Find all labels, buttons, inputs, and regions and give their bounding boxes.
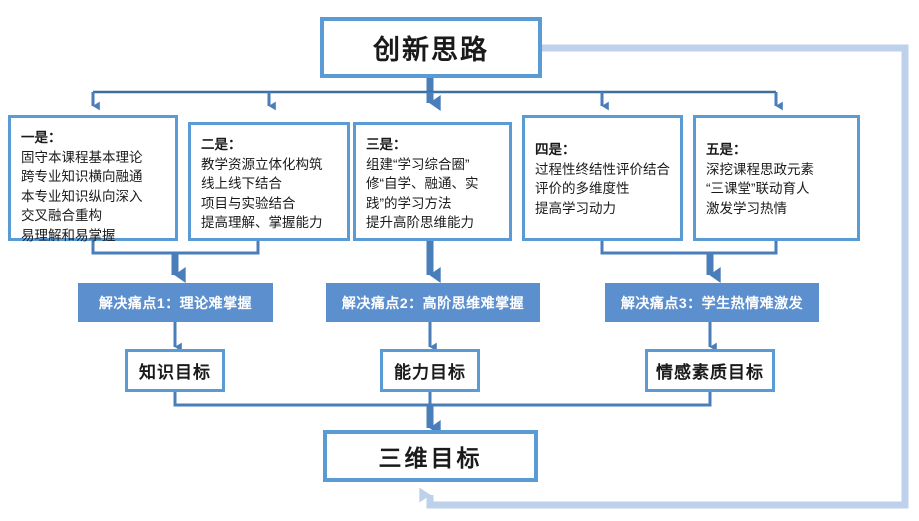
painpoint-to-goal-connectors bbox=[173, 322, 717, 352]
measure-1-line-5: 易理解和易掌握 bbox=[21, 227, 116, 243]
measure-1-line-1: 固守本课程基本理论 bbox=[21, 149, 143, 165]
measure-3-line-1: 组建“学习综合圈” bbox=[366, 156, 470, 172]
measure-4-line-3: 提高学习动力 bbox=[535, 200, 616, 216]
measure-box-5: 五是： 深挖课程思政元素 “三课堂”联动育人 激发学习热情 bbox=[693, 115, 860, 241]
pain-point-bar-3: 解决痛点3：学生热情难激发 bbox=[605, 283, 819, 322]
measure-4-head: 四是： bbox=[535, 142, 576, 157]
measure-box-2: 二是： 教学资源立体化构筑 线上线下结合 项目与实验结合 提高理解、掌握能力 bbox=[188, 122, 350, 241]
goals-to-final-connector bbox=[173, 392, 712, 436]
measure-3-line-3: 践”的学习方法 bbox=[366, 195, 452, 211]
measure-box-1: 一是： 固守本课程基本理论 跨专业知识横向融通 本专业知识纵向深入 交叉融合重构… bbox=[8, 115, 178, 243]
goal-box-knowledge: 知识目标 bbox=[125, 349, 225, 392]
pain-point-3-label: 解决痛点3：学生热情难激发 bbox=[620, 294, 804, 311]
measure-box-4: 四是： 过程性终结性评价结合 评价的多维度性 提高学习动力 bbox=[522, 115, 683, 241]
goal-3-label: 情感素质目标 bbox=[656, 363, 764, 382]
measure-1-line-3: 本专业知识纵向深入 bbox=[21, 188, 143, 204]
goal-2-label: 能力目标 bbox=[394, 363, 466, 382]
measure-1-head: 一是： bbox=[21, 130, 62, 145]
measure-4-line-1: 过程性终结性评价结合 bbox=[535, 161, 670, 177]
measure-5-line-3: 激发学习热情 bbox=[706, 200, 787, 216]
measure-2-line-2: 线上线下结合 bbox=[201, 176, 282, 192]
measure12-to-painpoint1-connector bbox=[91, 241, 260, 283]
measure45-to-painpoint3-connector bbox=[600, 241, 778, 283]
pain-point-2-label: 解决痛点2：高阶思维难掌握 bbox=[341, 294, 525, 311]
pain-point-bar-2: 解决痛点2：高阶思维难掌握 bbox=[326, 283, 540, 322]
measure-3-head: 三是： bbox=[366, 137, 407, 152]
goal-box-emotion-quality: 情感素质目标 bbox=[645, 349, 775, 392]
measure-5-line-2: “三课堂”联动育人 bbox=[706, 181, 810, 197]
final-goal-box: 三维目标 bbox=[323, 430, 538, 482]
measure-box-3: 三是： 组建“学习综合圈” 修“自学、融通、实 践”的学习方法 提升高阶思维能力 bbox=[353, 122, 512, 241]
measure-2-line-1: 教学资源立体化构筑 bbox=[201, 156, 323, 172]
measure-2-line-3: 项目与实验结合 bbox=[201, 195, 296, 211]
measure-5-line-1: 深挖课程思政元素 bbox=[706, 161, 814, 177]
measure-4-line-2: 评价的多维度性 bbox=[535, 181, 630, 197]
measure-3-line-2: 修“自学、融通、实 bbox=[366, 176, 479, 192]
measure-1-line-4: 交叉融合重构 bbox=[21, 208, 102, 224]
measure-5-head: 五是： bbox=[706, 142, 747, 157]
final-goal-label: 三维目标 bbox=[378, 445, 483, 471]
pain-point-1-label: 解决痛点1：理论难掌握 bbox=[98, 294, 253, 311]
measure-2-line-4: 提高理解、掌握能力 bbox=[201, 215, 323, 231]
goal-1-label: 知识目标 bbox=[139, 363, 211, 382]
title-box: 创新思路 bbox=[320, 17, 542, 78]
goal-box-ability: 能力目标 bbox=[380, 349, 480, 392]
page-title: 创新思路 bbox=[373, 35, 489, 65]
title-to-bar-connector bbox=[91, 78, 783, 111]
pain-point-bar-1: 解决痛点1：理论难掌握 bbox=[78, 283, 273, 322]
measure-2-head: 二是： bbox=[201, 137, 242, 152]
measure-1-line-2: 跨专业知识横向融通 bbox=[21, 169, 143, 185]
measure-3-line-4: 提升高阶思维能力 bbox=[366, 215, 474, 231]
